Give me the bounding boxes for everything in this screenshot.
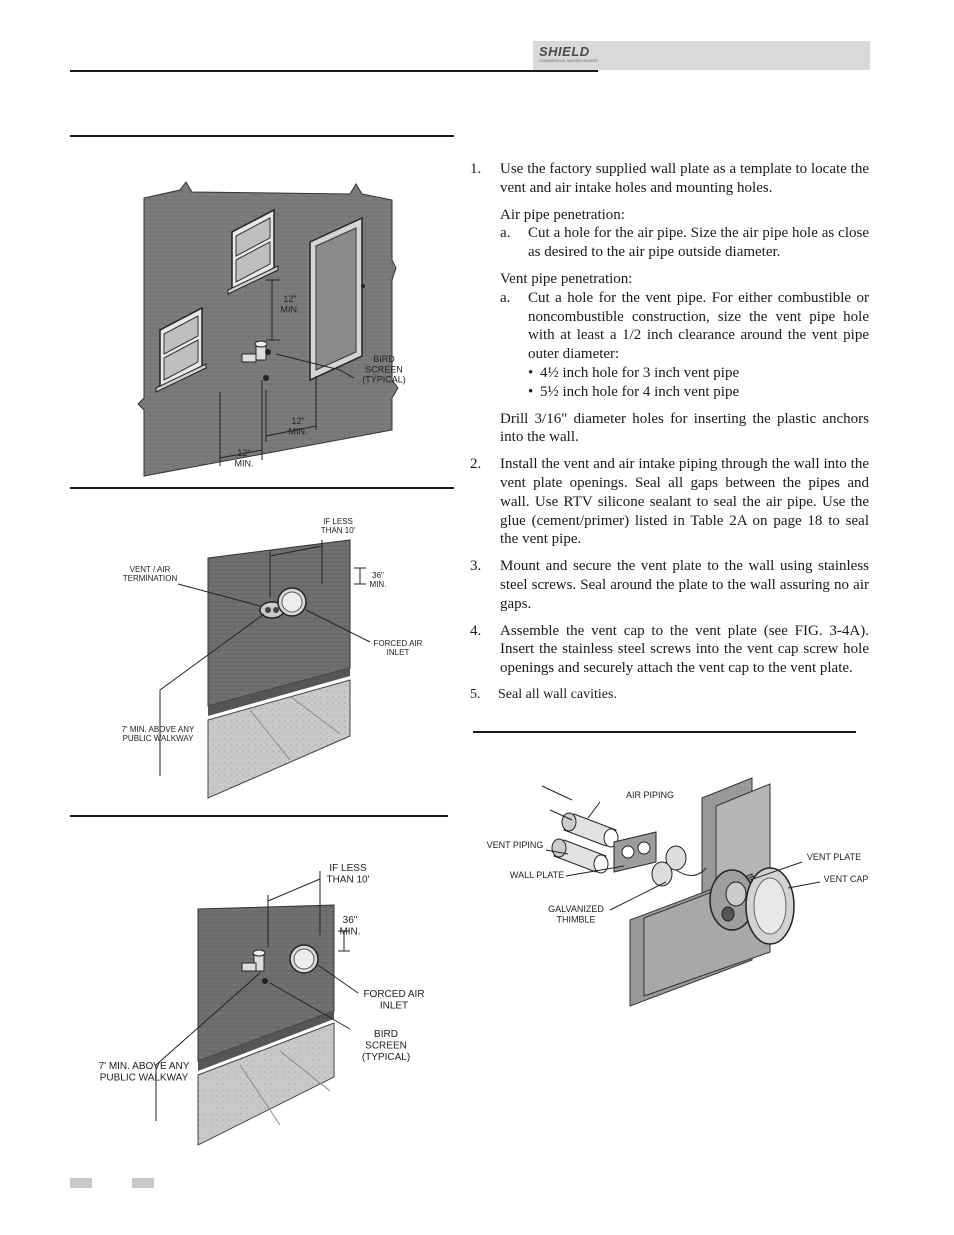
air-piping <box>561 812 619 848</box>
footer-page-box-left <box>70 1178 92 1188</box>
step-4: 4. Assemble the vent cap to the vent pla… <box>470 622 869 678</box>
bullet-2-text: 5½ inch hole for 4 inch vent pipe <box>540 383 740 400</box>
step-2-text: Install the vent and air intake piping t… <box>500 456 869 548</box>
step-2-number: 2. <box>470 456 482 473</box>
fig1-label-dim-door: 12"MIN. <box>289 416 308 436</box>
step-4-text: Assemble the vent cap to the vent plate … <box>500 622 869 677</box>
fig3-label-dim-36: 36"MIN. <box>339 915 360 938</box>
step-5-number: 5. <box>470 686 481 702</box>
fig1-top-rule <box>70 135 454 137</box>
step-2: 2. Install the vent and air intake pipin… <box>470 455 869 549</box>
fig4-label-wall-plate: WALL PLATE <box>510 870 564 880</box>
bullet-1-text: 4½ inch hole for 3 inch vent pipe <box>540 364 740 381</box>
forced-air-inlet-fig3 <box>289 944 319 974</box>
step-5-text: Seal all wall cavities. <box>498 686 617 702</box>
vent-pipe-step-a: a. Cut a hole for the vent pipe. For eit… <box>500 289 869 402</box>
logo-subtext: COMMERCIAL WATER HEATER <box>539 58 599 63</box>
vent-pipe-step-a-number: a. <box>500 289 511 306</box>
galvanized-thimble <box>651 845 707 887</box>
step-3-text: Mount and secure the vent plate to the w… <box>500 558 869 612</box>
fig4-label-air-piping: AIR PIPING <box>626 790 674 800</box>
fig4-label-vent-plate: VENT PLATE <box>807 852 861 862</box>
vent-pipe-step-a-text: Cut a hole for the vent pipe. For either… <box>528 289 869 363</box>
step-1-number: 1. <box>470 161 482 177</box>
vent-cap <box>745 867 795 945</box>
vent-piping <box>551 838 609 874</box>
door <box>309 216 365 382</box>
vent-plate <box>709 869 755 931</box>
header-rule <box>70 70 598 72</box>
vent-termination-fig1 <box>241 340 271 381</box>
step-5: 5. Seal all wall cavities. <box>470 686 869 705</box>
window-lower <box>155 306 207 393</box>
step-3-number: 3. <box>470 558 482 575</box>
header-logo-bar: SHIELD COMMERCIAL WATER HEATER <box>533 41 870 70</box>
fig2-top-rule <box>70 487 454 489</box>
figure-4-vent-plate-assembly: AIR PIPING VENT PIPING WALL PLATE GALVAN… <box>480 770 875 1010</box>
fig3-top-rule <box>70 815 448 817</box>
air-pipe-step-a-text: Cut a hole for the air pipe. Size the ai… <box>528 225 869 261</box>
step-1: 1. Use the factory supplied wall plate a… <box>470 160 869 447</box>
fig1-label-dim-window: 12"MIN. <box>235 448 254 468</box>
vent-pipe-heading: Vent pipe penetration: <box>500 270 633 287</box>
fig2-label-dim-36: 36"MIN. <box>370 571 387 589</box>
bullet-glyph: • <box>528 383 534 400</box>
forced-air-inlet-fig2 <box>277 587 307 617</box>
bullet-glyph: • <box>528 364 534 381</box>
footer-page-box-right <box>132 1178 154 1188</box>
fig1-label-dim-window-door: 12"MIN. <box>281 294 300 314</box>
vent-termination-fig3 <box>241 949 268 984</box>
instructions-column: 1. Use the factory supplied wall plate a… <box>470 160 869 713</box>
step-1-text: Use the factory supplied wall plate as a… <box>500 161 869 196</box>
step-3: 3. Mount and secure the vent plate to th… <box>470 557 869 613</box>
fig4-label-vent-piping: VENT PIPING <box>487 840 544 850</box>
wall-plate <box>613 831 657 873</box>
step-4-number: 4. <box>470 622 482 639</box>
bullet-item-2: • 5½ inch hole for 4 inch vent pipe <box>528 383 869 402</box>
window-upper <box>227 208 279 295</box>
air-pipe-step-a-number: a. <box>500 225 511 242</box>
shield-logo: SHIELD <box>539 44 590 59</box>
fig4-label-vent-cap: VENT CAP <box>824 874 869 884</box>
drill-instruction: Drill 3/16" diameter holes for inserting… <box>500 410 869 446</box>
air-pipe-heading: Air pipe penetration: <box>500 206 625 223</box>
fig4-top-rule <box>473 731 856 733</box>
air-pipe-step-a: a. Cut a hole for the air pipe. Size the… <box>500 224 869 262</box>
bullet-item-1: • 4½ inch hole for 3 inch vent pipe <box>528 364 869 383</box>
